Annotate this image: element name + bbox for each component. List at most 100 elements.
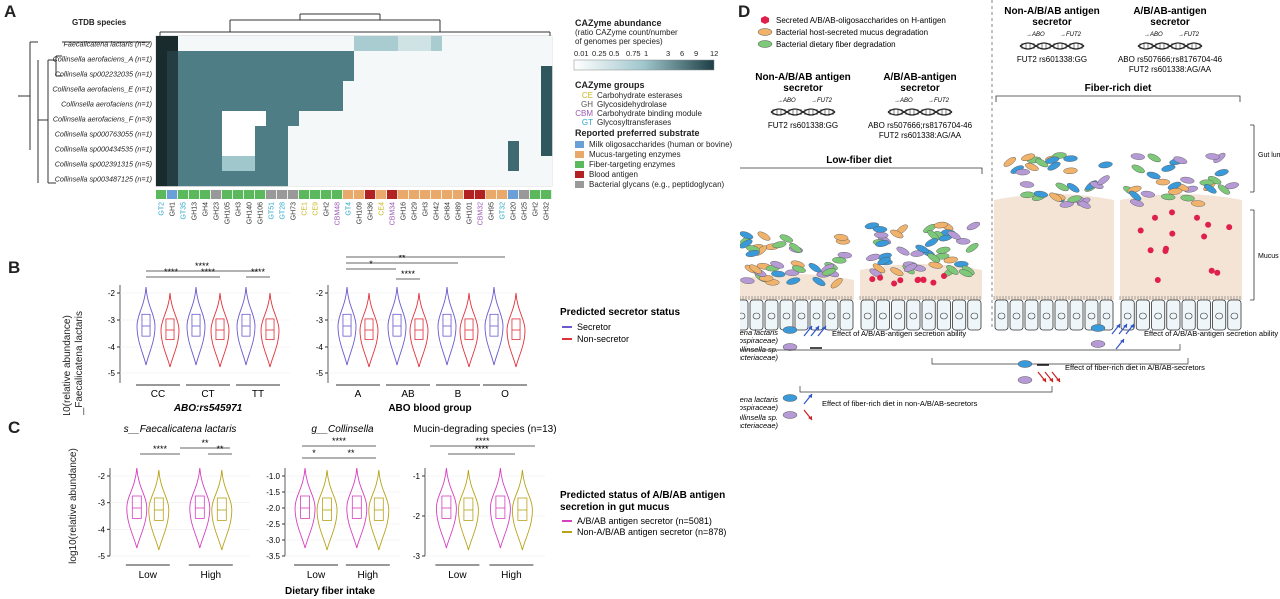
heatmap-cell (376, 141, 388, 157)
heatmap-cell (453, 66, 465, 82)
bacterium (874, 231, 889, 239)
heatmap-cell (310, 171, 322, 187)
heatmap-cell (409, 141, 421, 157)
heatmap-cell (343, 171, 355, 187)
epithelial-cell (1166, 299, 1181, 331)
genotype-text: FUT2 rs601338:GG (1017, 55, 1087, 64)
heatmap-cell (266, 141, 278, 157)
effect-secretion-label: Effect of A/B/AB-antigen secretion abili… (832, 329, 966, 338)
heatmap-cell (244, 141, 256, 157)
heatmap-cell (321, 81, 333, 97)
heatmap-cell (475, 96, 487, 112)
bacterium (749, 264, 762, 274)
heatmap-cell (266, 81, 278, 97)
heatmap-cell (475, 111, 487, 127)
violin-secretor (337, 286, 357, 366)
group-label: Low (139, 570, 158, 581)
bacterium (1049, 192, 1062, 202)
gene-strip-cell (431, 190, 442, 199)
heatmap-cell (453, 111, 465, 127)
gene-label: GH1 (170, 202, 177, 217)
heatmap-cell (244, 36, 256, 52)
group-label: High (501, 570, 522, 581)
heatmap-cell (464, 96, 476, 112)
heatmap-cell (310, 126, 322, 142)
bacterium (958, 269, 973, 278)
heatmap-cell (464, 156, 476, 172)
lachno-label-2: (Lachnospiraceae) (740, 403, 778, 412)
heatmap-cell (387, 111, 399, 127)
violin-secretor (136, 286, 156, 366)
heatmap-cell (420, 81, 432, 97)
heatmap-cell (233, 51, 245, 67)
heatmap-cell (343, 66, 355, 82)
gene-label: GH101 (467, 202, 474, 224)
violin-nonsecretor (160, 292, 180, 368)
heatmap-cell (266, 51, 278, 67)
heatmap-cell (277, 171, 289, 187)
heatmap-cell (398, 51, 410, 67)
heatmap-cell (365, 126, 377, 142)
ytick: -2.0 (266, 504, 280, 513)
heatmap-cell (530, 111, 542, 127)
panel-c-figure: log10(relative abundance)s__Faecalicaten… (68, 424, 726, 597)
bacterium (1190, 200, 1206, 207)
species-label: Collinsella sp002232035 (n=1) (55, 70, 152, 79)
heatmap-cell (453, 126, 465, 142)
antigen (930, 279, 937, 286)
significance-mark: ** (216, 444, 224, 454)
heatmap-cell (519, 141, 531, 157)
heatmap-cell (519, 156, 531, 172)
dna-icon: →ABO→FUT2 (887, 98, 953, 116)
heatmap-cell (530, 126, 542, 142)
heatmap-cell (431, 126, 443, 142)
bacterium (770, 261, 785, 269)
heatmap-cell (222, 111, 234, 127)
heatmap-cell (486, 141, 498, 157)
gene-strip-cell (310, 190, 321, 199)
colorbar-tick: 0.75 (626, 49, 641, 58)
violin-secretor-box (191, 313, 201, 337)
heatmap-cell (299, 126, 311, 142)
heatmap-cell (222, 141, 234, 157)
heatmap-cell (398, 36, 410, 52)
bacterium (1047, 161, 1061, 171)
bacterium (866, 253, 881, 262)
heatmap-cell (211, 156, 223, 172)
panel-b-letter: B (8, 258, 21, 277)
epithelial-cell (809, 299, 824, 331)
heatmap-cell (277, 66, 289, 82)
significance-mark: ** (201, 438, 209, 448)
bacterium (1097, 175, 1110, 186)
heatmap-cell (266, 111, 278, 127)
heatmap-cell (387, 81, 399, 97)
violin-nonsecretor (359, 292, 379, 368)
heatmap-cell (189, 51, 201, 67)
violin-nonsecretor-box (364, 318, 374, 341)
heatmap-cell (541, 141, 553, 157)
bacterium (1021, 153, 1036, 162)
heatmap-cell (464, 81, 476, 97)
ytick: -2 (108, 289, 116, 298)
heatmap-cell (222, 171, 234, 187)
heatmap-cell (365, 66, 377, 82)
violin-nonsecretor-box (215, 318, 225, 341)
heatmap-cell (387, 156, 399, 172)
gene-strip-cell (409, 190, 420, 199)
gene-strip-cell (200, 190, 211, 199)
heatmap-cell (354, 111, 366, 127)
heatmap-cell (321, 96, 333, 112)
heatmap-cell (332, 36, 344, 52)
heatmap-cell (288, 126, 300, 142)
bacterium (789, 242, 802, 253)
heatmap-cell (332, 81, 344, 97)
bacterium (1205, 153, 1220, 160)
corio-label: (Coriobacteriaceae) (740, 353, 778, 362)
group-label: CC (151, 389, 165, 400)
heatmap-cell (497, 81, 509, 97)
heatmap-cell (376, 96, 388, 112)
bacterium (933, 221, 949, 229)
heatmap-cell (156, 111, 168, 127)
heatmap-cell (442, 111, 454, 127)
epithelial-cell (1120, 299, 1135, 331)
